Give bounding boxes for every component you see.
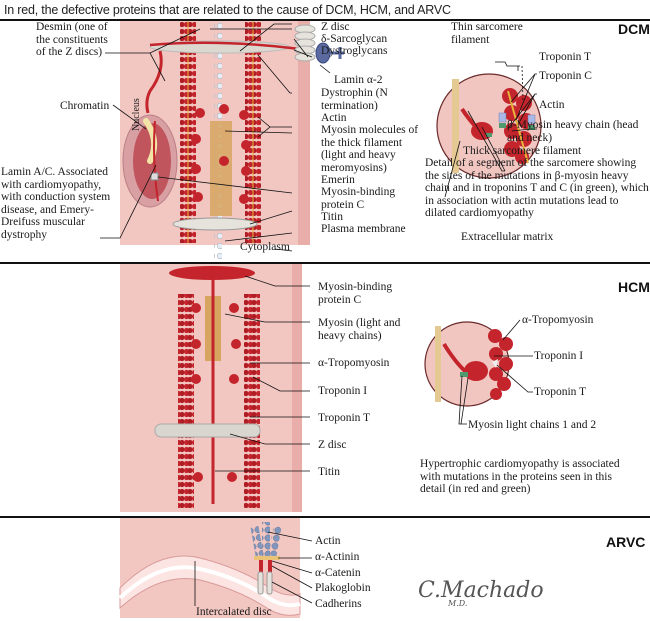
plasma-membrane <box>298 21 310 245</box>
arvc-label-intercalated-disc: Intercalated disc <box>196 606 272 618</box>
label-troponin-t: Troponin T <box>539 51 592 63</box>
label-cytoplasm: Cytoplasm <box>240 241 290 253</box>
tag-hcm: HCM <box>618 279 650 295</box>
label-myosin-molecules: Myosin molecules of the thick filament (… <box>321 124 419 174</box>
hcm-panel: HCM Myosin-binding protein C Myosin (lig… <box>0 264 650 514</box>
hcm-detail-circle <box>424 321 513 407</box>
signature-suffix: M.D. <box>448 599 468 608</box>
hcm-actin-right <box>244 294 260 508</box>
label-myosin-binding-protein-c: Myosin-binding protein C <box>321 186 396 211</box>
label-lamin-ac: Lamin A/C. Associated with cardiomyopath… <box>1 166 111 241</box>
hcm-label-z-disc: Z disc <box>318 439 347 451</box>
arvc-label-alpha-catenin: α-Catenin <box>315 567 361 579</box>
label-detail-actin: Actin <box>539 99 565 111</box>
hcm-label-myosin: Myosin (light and heavy chains) <box>318 317 401 342</box>
tag-arvc: ARVC <box>606 534 646 550</box>
label-nucleus: Nucleus <box>131 98 142 131</box>
dcm-detail-circle <box>436 73 542 179</box>
arvc-label-actin: Actin <box>315 535 341 547</box>
sarcoglycan-complex <box>294 24 344 64</box>
hcm-label-myosin-binding-protein-c: Myosin-binding protein C <box>318 281 393 306</box>
myosin-heads <box>191 104 251 204</box>
label-emerin: Emerin <box>321 174 355 186</box>
arvc-panel: ARVC Actin α-Actinin α-Catenin Plakoglob… <box>0 518 650 621</box>
alpha-actinin <box>254 556 280 560</box>
divider-dcm-hcm <box>0 262 650 264</box>
divider-top <box>0 19 650 21</box>
hcm-detail-light-chains: Myosin light chains 1 and 2 <box>468 419 597 431</box>
divider-hcm-arvc <box>0 516 650 518</box>
label-plasma-membrane: Plasma membrane <box>321 223 406 235</box>
label-dystroglycans: Dystroglycans <box>321 45 388 57</box>
label-troponin-c: Troponin C <box>539 70 592 82</box>
dcm-illustration <box>100 21 542 261</box>
arvc-label-alpha-actinin: α-Actinin <box>315 551 360 563</box>
label-desmin: Desmin (one of the constituents of the Z… <box>36 21 108 58</box>
arvc-illustration <box>118 518 313 618</box>
hcm-label-troponin-t: Troponin T <box>318 412 371 424</box>
label-dystrophin: Dystrophin (N termination) <box>321 87 388 112</box>
hcm-label-troponin-i: Troponin I <box>318 385 368 397</box>
tag-dcm: DCM <box>618 21 650 37</box>
hcm-detail-troponin-t: Troponin T <box>534 386 587 398</box>
figure-caption: In red, the defective proteins that are … <box>4 3 451 17</box>
label-thin-filament: Thin sarcomere filament <box>451 21 523 46</box>
signature-name: C.Machado <box>418 578 544 603</box>
label-actin: Actin <box>321 112 347 124</box>
label-titin: Titin <box>321 211 343 223</box>
arvc-label-plakoglobin: Plakoglobin <box>315 582 371 594</box>
hcm-illustration <box>120 264 533 512</box>
hcm-detail-troponin-i: Troponin I <box>534 350 584 362</box>
desmin <box>149 41 301 51</box>
hcm-description: Hypertrophic cardiomyopathy is associate… <box>420 458 620 495</box>
hcm-label-titin: Titin <box>318 466 340 478</box>
hcm-label-tropomyosin: α-Tropomyosin <box>318 357 390 369</box>
hcm-z-disc <box>154 423 261 438</box>
label-beta-myosin: β-Myosin heavy chain (head and neck) <box>507 119 639 144</box>
hcm-actin-left <box>178 294 194 508</box>
artist-signature: C.Machado M.D. <box>418 578 544 608</box>
label-z-disc: Z disc <box>321 21 350 33</box>
arvc-actin <box>250 522 282 557</box>
arvc-label-cadherins: Cadherins <box>315 598 362 610</box>
label-chromatin: Chromatin <box>60 100 110 112</box>
label-delta-sarcoglycan: δ-Sarcoglycan <box>321 33 388 45</box>
label-thick-filament: Thick sarcomere filament <box>463 145 582 157</box>
label-extracellular-matrix: Extracellular matrix <box>461 231 554 243</box>
dcm-description: Detail of a segment of the sarcomere sho… <box>425 157 649 219</box>
myosin-binding-protein-c <box>172 217 258 231</box>
dcm-panel: Desmin (one of the constituents of the Z… <box>0 21 650 261</box>
label-lamin-alpha2: Lamin α-2 <box>334 74 383 86</box>
hcm-detail-tropomyosin: α-Tropomyosin <box>522 314 594 326</box>
cadherin <box>257 571 264 595</box>
thick-filament <box>210 121 232 216</box>
hcm-myosin-binding-protein-c <box>169 266 255 280</box>
alpha-catenin <box>259 560 263 572</box>
